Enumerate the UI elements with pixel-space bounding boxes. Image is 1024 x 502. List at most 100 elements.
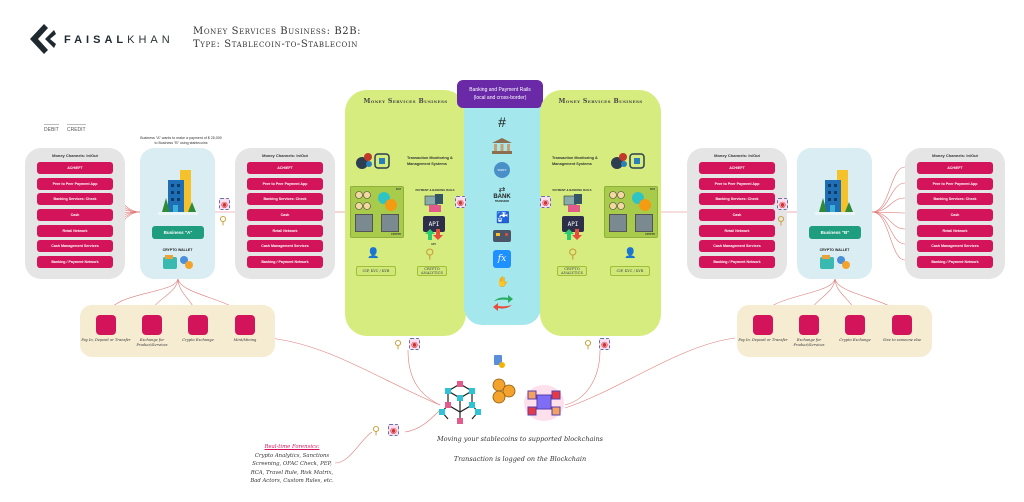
faucet-icon: 🚰 [496, 211, 510, 224]
office-building-icon [158, 170, 198, 215]
banking-rails-header: Banking and Payment Rails(local and cros… [457, 80, 543, 108]
ecosystem-right-panel: Pay In, Deposit or Transfer Exchange for… [737, 305, 932, 357]
channel-item[interactable]: ACH/EFT [699, 162, 775, 174]
payment-hand-icon: ✋ [496, 276, 510, 288]
channel-item[interactable]: ACH/EFT [917, 162, 993, 174]
exchange-goods-icon[interactable] [142, 315, 162, 335]
channel-item[interactable]: Peer to Peer Payment App [917, 177, 993, 190]
cash-hand-icon[interactable] [753, 315, 773, 335]
business-a-button[interactable]: Business "A" [152, 226, 204, 239]
channel-item[interactable]: ACH/EFT [37, 162, 113, 174]
blockchain-network-icon [439, 381, 481, 424]
eco-item-label: Crypto Exchange [839, 338, 871, 342]
channel-item[interactable]: Banking / Payment Network [37, 256, 113, 269]
channel-item[interactable]: Cash [917, 209, 993, 222]
computers-icon [424, 194, 443, 212]
api-icon: API [562, 216, 584, 240]
channel-item[interactable]: Cash Management Services [699, 240, 775, 253]
channel-item[interactable]: Cash Management Services [37, 240, 113, 253]
rail-tracks-icon: # [498, 114, 506, 130]
channel-item[interactable]: Peer to Peer Payment App [37, 177, 113, 190]
msb-header: Money Services Business [363, 98, 448, 105]
crypto-analytics-button[interactable]: CRYPTO ANALYTICS [417, 266, 447, 276]
channel-item[interactable]: ACH/EFT [247, 162, 323, 174]
channel-item[interactable]: Retail Network [247, 224, 323, 237]
eco-item-label: Pay In, Deposit or Transfer [738, 338, 788, 342]
channel-item[interactable]: Peer to Peer Payment App [247, 177, 323, 190]
gears-circuit-icon [611, 153, 645, 169]
credit-card-icon [493, 230, 511, 242]
magnifier-footprints-icon: ⚲ [219, 215, 228, 227]
coins-circuit-icon [355, 191, 397, 211]
forensics-body: Crypto Analytics, Sanctions Screening, O… [250, 452, 334, 485]
channels-header: Money Channels: In/Out [714, 153, 760, 158]
channel-item[interactable]: Retail Network [37, 224, 113, 237]
cip-kyc-kyb-button[interactable]: CIP, KYC / KYB [356, 266, 396, 276]
channel-item[interactable]: Banking Services: Check [917, 193, 993, 206]
cash-hand-icon[interactable] [96, 315, 116, 335]
crypto-wallet-label: CRYPTO WALLET [162, 248, 193, 252]
banking-rails-panel: # SWIFT ⇄ BANK TRANSFER 🚰 fx ✋ [464, 100, 541, 325]
money-channels-left-outer: Money Channels: In/Out ACH/EFT Peer to P… [25, 148, 125, 279]
channel-item[interactable]: Cash Management Services [247, 240, 323, 253]
fingerprint-icon: ◉ [409, 338, 420, 350]
bank-transfer-icon: ⇄ BANK TRANSFER [493, 185, 511, 204]
blockchain-caption-move: Moving your stablecoins to supported blo… [437, 435, 603, 443]
forensics-title: Real-time Forensics: [264, 444, 320, 450]
money-channels-right-inner: Money Channels: In/Out ACH/EFT Peer to P… [687, 148, 787, 279]
channel-item[interactable]: Banking Services: Check [247, 193, 323, 206]
eco-item-label: Crypto Exchange [182, 338, 214, 342]
page-title: Money Services Business: B2B:Type: Stabl… [193, 26, 362, 50]
cip-kyc-kyb-button[interactable]: CIP, KYC / KYB [610, 266, 650, 276]
fiat-label: FIAT [395, 188, 401, 191]
coins-circuit-icon [609, 191, 651, 211]
swift-icon: SWIFT [494, 162, 510, 178]
channel-item[interactable]: Banking / Payment Network [247, 256, 323, 269]
fiat-crypto-box: FIAT CRYPTO [604, 186, 658, 238]
fingerprint-icon: ◉ [455, 196, 466, 208]
crypto-label: CRYPTO [391, 233, 401, 236]
api-label: API [431, 242, 436, 246]
crypto-exchange-icon[interactable] [188, 315, 208, 335]
channel-item[interactable]: Cash [37, 209, 113, 222]
escalator-down-icon [381, 214, 399, 232]
gears-circuit-icon [356, 153, 390, 169]
channel-item[interactable]: Retail Network [699, 224, 775, 237]
document-coin-icon [494, 355, 505, 368]
msb-left-panel: Money Services Business Transaction Moni… [345, 90, 466, 336]
fingerprint-icon: ◉ [388, 424, 399, 436]
exchange-goods-icon[interactable] [799, 315, 819, 335]
crypto-analytics-button[interactable]: CRYPTO ANALYTICS [557, 266, 587, 276]
channel-item[interactable]: Banking Services: Check [699, 193, 775, 206]
channels-header: Money Channels: In/Out [262, 153, 308, 158]
msb-right-panel: Money Services Business Transaction Moni… [540, 90, 661, 336]
channel-item[interactable]: Peer to Peer Payment App [699, 177, 775, 190]
mining-icon[interactable] [235, 315, 255, 335]
fx-icon: fx [493, 250, 511, 268]
channel-item[interactable]: Cash [699, 209, 775, 222]
person-icon[interactable] [892, 315, 912, 335]
business-a-panel: Business "A" CRYPTO WALLET [140, 148, 215, 279]
eco-item-label: Exchange for Product/Services [793, 338, 825, 347]
eco-item-label: Give to someone else [882, 338, 922, 342]
channel-item[interactable]: Retail Network [917, 224, 993, 237]
blockchain-caption-logged: Transaction is logged on the Blockchain [453, 455, 587, 463]
svg-text:API: API [429, 221, 440, 228]
forensics-note: Real-time Forensics: Crypto Analytics, S… [246, 443, 338, 486]
magnifier-footprints-icon: ⚲ [584, 339, 593, 351]
ecosystem-left-panel: Pay In, Deposit or Transfer Exchange for… [80, 305, 275, 357]
tx-monitoring-label: Transaction Monitoring & Management Syst… [407, 156, 453, 166]
payment-rails-label: PAYMENT & BANKING RAILS [415, 188, 455, 192]
money-channels-left-inner: Money Channels: In/Out ACH/EFT Peer to P… [235, 148, 335, 279]
payment-note: Business "A" wants to make a payment of … [140, 136, 222, 145]
fingerprint-icon: ◉ [540, 196, 551, 208]
crypto-wallet-label: CRYPTO WALLET [819, 248, 850, 252]
channel-item[interactable]: Banking Services: Check [37, 193, 113, 206]
crypto-wallet-icon [820, 255, 850, 269]
channel-item[interactable]: Banking / Payment Network [699, 256, 775, 269]
business-b-button[interactable]: Business "B" [809, 226, 861, 239]
channel-item[interactable]: Banking / Payment Network [917, 256, 993, 269]
channel-item[interactable]: Cash Management Services [917, 240, 993, 253]
channel-item[interactable]: Cash [247, 209, 323, 222]
crypto-exchange-icon[interactable] [845, 315, 865, 335]
